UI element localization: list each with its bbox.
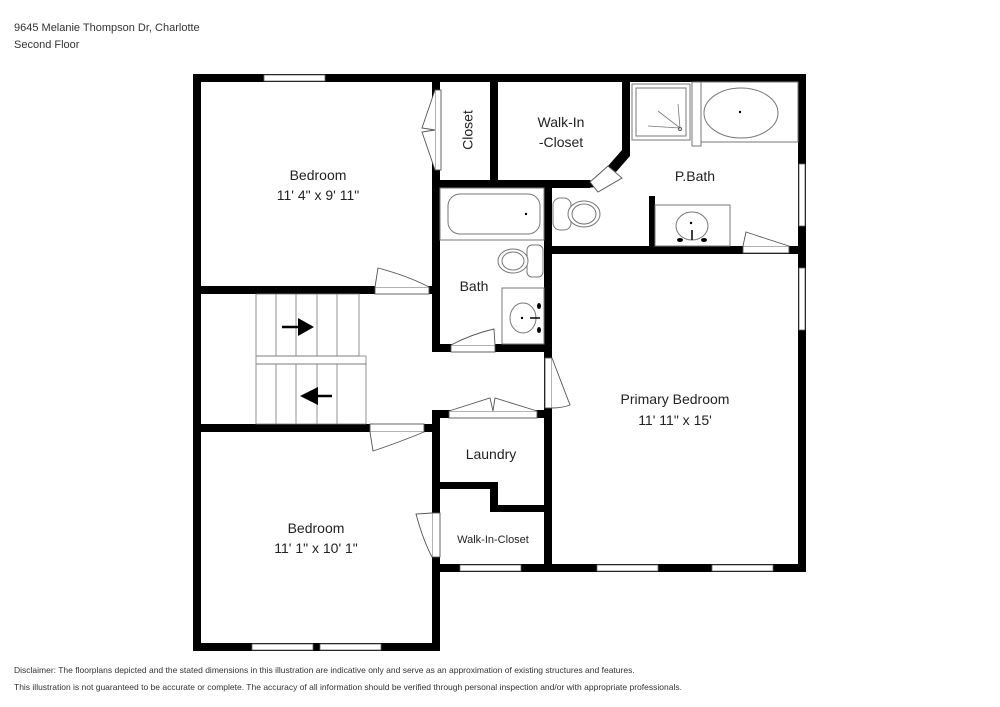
room-labels: Bedroom 11' 4" x 9' 11" Closet Walk-In -… (274, 110, 729, 556)
windows (251, 74, 806, 651)
room-dim-bedroom-1: 11' 4" x 9' 11" (277, 187, 360, 203)
walls (193, 74, 806, 651)
room-name-walk-in-closet: Walk-In (538, 114, 585, 130)
arrow-left-icon (300, 387, 332, 405)
room-name-walk-in-closet-2: -Closet (539, 134, 583, 150)
room-name-bedroom-1: Bedroom (290, 167, 347, 183)
bathtub-icon (439, 187, 545, 241)
toilet-icon (497, 244, 544, 278)
room-dim-primary-bedroom: 11' 11" x 15' (638, 412, 712, 428)
doors (369, 89, 790, 558)
sink-icon (501, 287, 545, 345)
sink-icon (654, 204, 731, 247)
address-text: 9645 Melanie Thompson Dr, Charlotte (14, 22, 200, 34)
room-name-pbath: P.Bath (675, 168, 715, 184)
disclaimer-line-1: Disclaimer: The floorplans depicted and … (14, 665, 635, 675)
room-dim-bedroom-2: 11' 1" x 10' 1" (274, 540, 358, 556)
room-name-laundry: Laundry (466, 446, 517, 462)
toilet-icon (552, 197, 601, 231)
bathtub-icon (700, 81, 799, 143)
room-name-bath: Bath (460, 278, 489, 294)
floor-label: Second Floor (14, 39, 80, 51)
staircase[interactable] (255, 293, 367, 425)
shower-icon (631, 83, 691, 141)
room-name-bedroom-2: Bedroom (288, 520, 345, 536)
plan-header: 9645 Melanie Thompson Dr, Charlotte Seco… (14, 20, 200, 54)
fixtures (439, 81, 799, 345)
room-name-primary-bedroom: Primary Bedroom (621, 391, 730, 407)
arrow-right-icon (282, 318, 314, 336)
room-name-walk-in-closet-lower: Walk-In-Closet (457, 534, 529, 546)
room-name-closet: Closet (460, 110, 476, 150)
disclaimer-line-2: This illustration is not guaranteed to b… (14, 682, 682, 692)
disclaimer: Disclaimer: The floorplans depicted and … (14, 662, 682, 696)
